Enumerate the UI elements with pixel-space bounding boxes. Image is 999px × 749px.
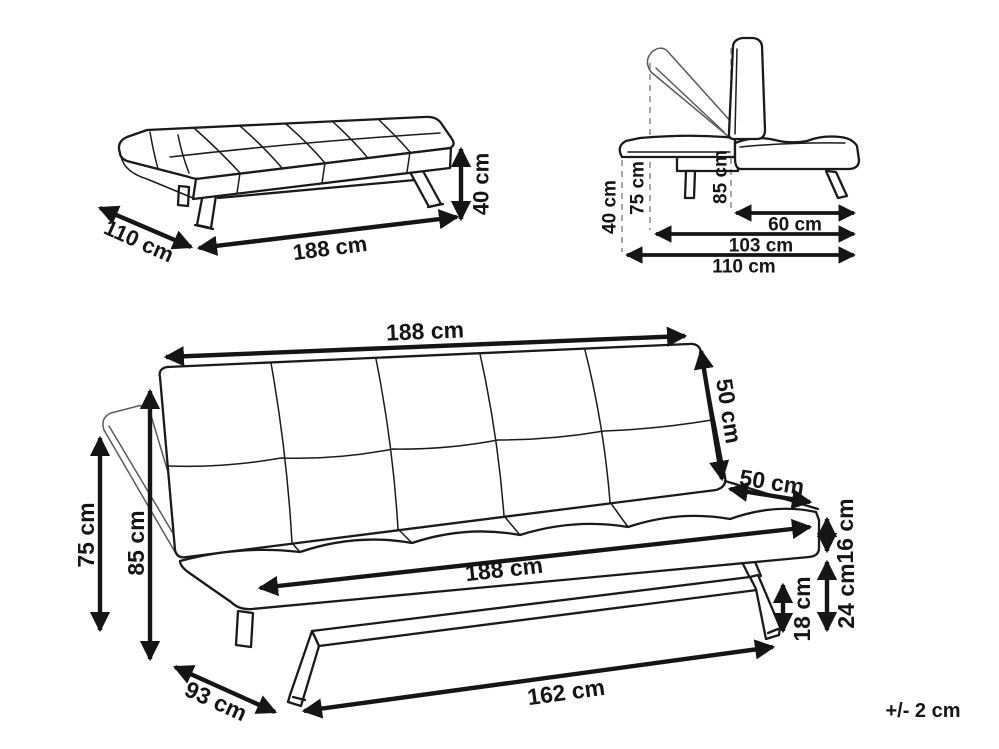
bed-front-seam-c xyxy=(406,151,411,173)
sofa-ghost-armrest-edge xyxy=(103,429,176,553)
sofa-backrest-height-arrow xyxy=(693,348,730,482)
dim-sofa-total-height-label: 85 cm xyxy=(123,510,149,575)
sofa-base-width-arrow xyxy=(301,639,776,719)
side-backrest-seam xyxy=(734,48,738,135)
bed-front-seam-a xyxy=(236,172,241,194)
side-ghost-reclined-edge xyxy=(650,71,730,138)
sofa-backrest-seam-3 xyxy=(479,353,505,517)
bed-position-view: 110 cm 188 cm 40 cm xyxy=(97,115,494,267)
side-ghost-reclined-inner xyxy=(655,67,725,133)
side-seat-seam xyxy=(739,142,846,148)
sofa-backrest-seam-4 xyxy=(584,349,611,503)
bed-right-sled-leg xyxy=(408,169,443,209)
bed-mattress-front xyxy=(191,146,453,201)
bed-front-seam-b xyxy=(321,162,326,184)
bed-right-foot xyxy=(426,202,445,209)
side-ghost-reclined-backrest xyxy=(646,47,734,125)
side-upright-backrest xyxy=(727,36,767,141)
side-profile-view: 40 cm 75 cm 85 cm 60 cm 103 cm 110 cm xyxy=(600,36,861,278)
dim-side-bed-height-label: 40 cm xyxy=(600,180,621,234)
dim-side-seat-depth-label: 60 cm xyxy=(768,215,822,236)
dim-side-reclined-height-label: 75 cm xyxy=(628,161,649,215)
bed-cap-crease xyxy=(149,131,159,170)
dim-sofa-reclined-height-label: 75 cm xyxy=(73,502,99,567)
sofa-front-view: 188 cm 50 cm 50 cm 188 cm 75 cm 85 cm 16… xyxy=(73,316,859,726)
tolerance-note: +/- 2 cm xyxy=(885,700,960,722)
bed-length-arrow xyxy=(196,209,460,256)
bed-seam-2 xyxy=(239,125,283,169)
side-seat-cushion xyxy=(733,135,861,171)
bed-mattress-top xyxy=(117,115,455,180)
dim-side-back-height-label: 85 cm xyxy=(711,150,732,204)
sofa-front-left-leg xyxy=(234,609,255,649)
sofa-seat-depth-arrow xyxy=(727,481,813,510)
dim-sofa-seat-depth-label: 50 cm xyxy=(738,464,806,500)
sofa-side-depth-arrow xyxy=(172,664,278,715)
side-rear-leg xyxy=(824,169,849,200)
dim-sofa-clearance-label: 24 cm xyxy=(833,563,859,628)
sofa-backrest-seam-2 xyxy=(375,358,399,530)
bed-left-cap-edge xyxy=(120,155,194,199)
bed-head-seam xyxy=(177,134,190,174)
sofa-seat-width-arrow xyxy=(257,518,813,597)
sofa-backrest-mid-seam xyxy=(167,419,713,468)
dim-bed-height-label: 40 cm xyxy=(469,153,494,215)
bed-width-arrow xyxy=(97,205,194,250)
sofa-left-sled-leg xyxy=(286,629,321,708)
dim-sofa-top-width-label: 188 cm xyxy=(385,316,464,345)
dim-side-total-depth-label: 110 cm xyxy=(712,257,775,278)
bed-center-seam xyxy=(169,132,441,158)
sofa-seat-connector-4 xyxy=(609,501,629,528)
dim-side-open-depth-label: 103 cm xyxy=(729,236,793,257)
dim-sofa-seat-thickness-label: 16 cm xyxy=(832,498,858,563)
bed-seam-1 xyxy=(193,127,241,174)
dim-sofa-leg-height-label: 18 cm xyxy=(789,576,815,641)
side-front-leg xyxy=(683,169,697,200)
sofa-top-width-arrow xyxy=(163,326,688,367)
